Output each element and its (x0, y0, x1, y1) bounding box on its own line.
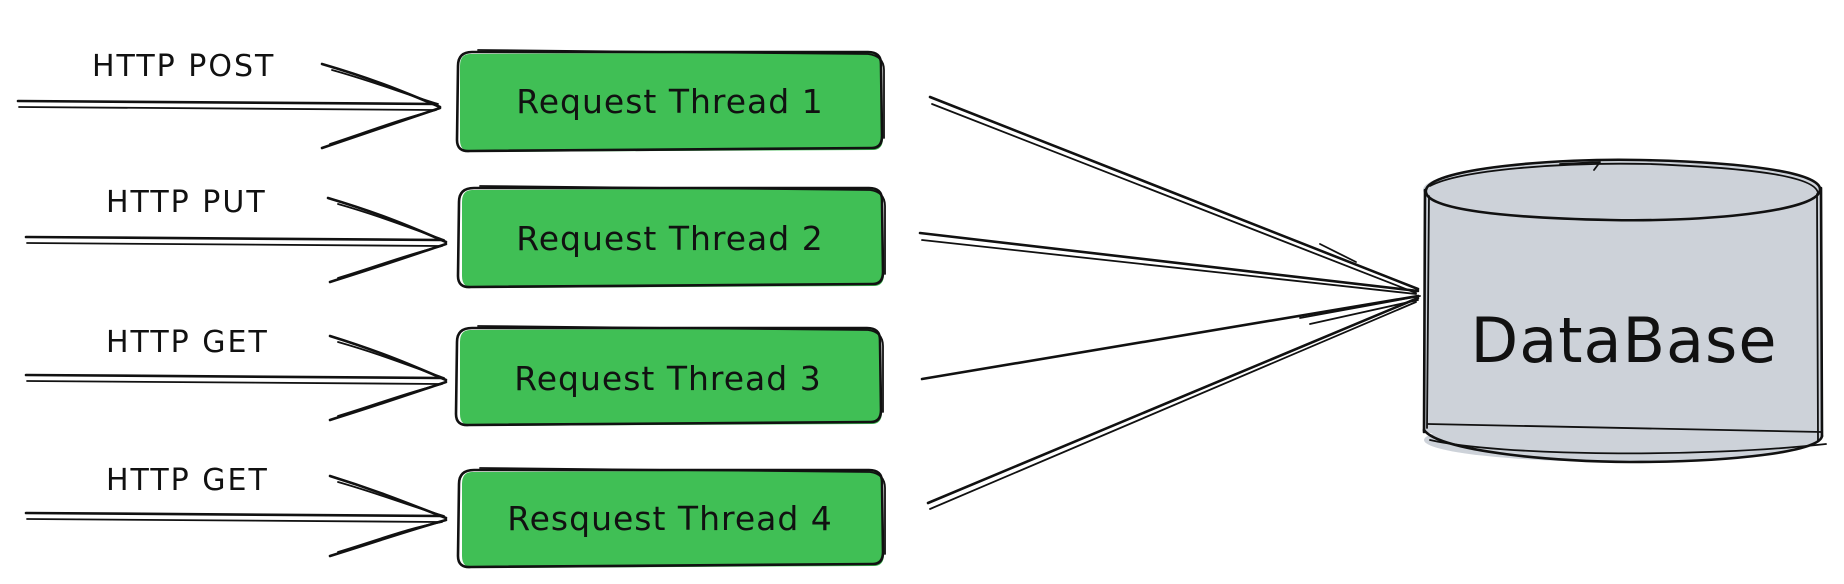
request-row-3: HTTP GET Request Thread 3 (24, 294, 1421, 427)
thread-box-1: Request Thread 1 (455, 49, 885, 153)
database-label: DataBase (1470, 304, 1777, 377)
incoming-arrow-3 (24, 334, 448, 422)
thread-box-4: Resquest Thread 4 (456, 467, 886, 569)
request-row-1: HTTP POST Request Thread 1 (16, 49, 1420, 294)
database-cylinder: DataBase (1422, 158, 1827, 464)
http-method-label-1: HTTP POST (92, 49, 275, 84)
db-connection-1 (928, 95, 1420, 294)
http-method-label-2: HTTP PUT (106, 185, 267, 220)
http-method-label-4: HTTP GET (106, 463, 269, 498)
request-row-4: HTTP GET Resquest Thread 4 (24, 296, 1420, 569)
thread-box-3: Request Thread 3 (454, 325, 884, 427)
thread-label-3: Request Thread 3 (514, 359, 821, 398)
thread-label-2: Request Thread 2 (516, 219, 823, 258)
incoming-arrow-4 (24, 474, 448, 558)
db-connection-2 (918, 231, 1420, 295)
incoming-arrow-1 (16, 62, 442, 150)
incoming-arrow-2 (24, 196, 448, 284)
db-connection-3 (920, 294, 1421, 381)
http-method-label-3: HTTP GET (106, 325, 269, 360)
thread-box-2: Request Thread 2 (456, 185, 886, 289)
thread-label-1: Request Thread 1 (516, 82, 823, 121)
thread-label-4: Resquest Thread 4 (507, 499, 833, 538)
request-row-2: HTTP PUT Request Thread 2 (24, 185, 1420, 295)
db-connection-4 (926, 296, 1420, 510)
